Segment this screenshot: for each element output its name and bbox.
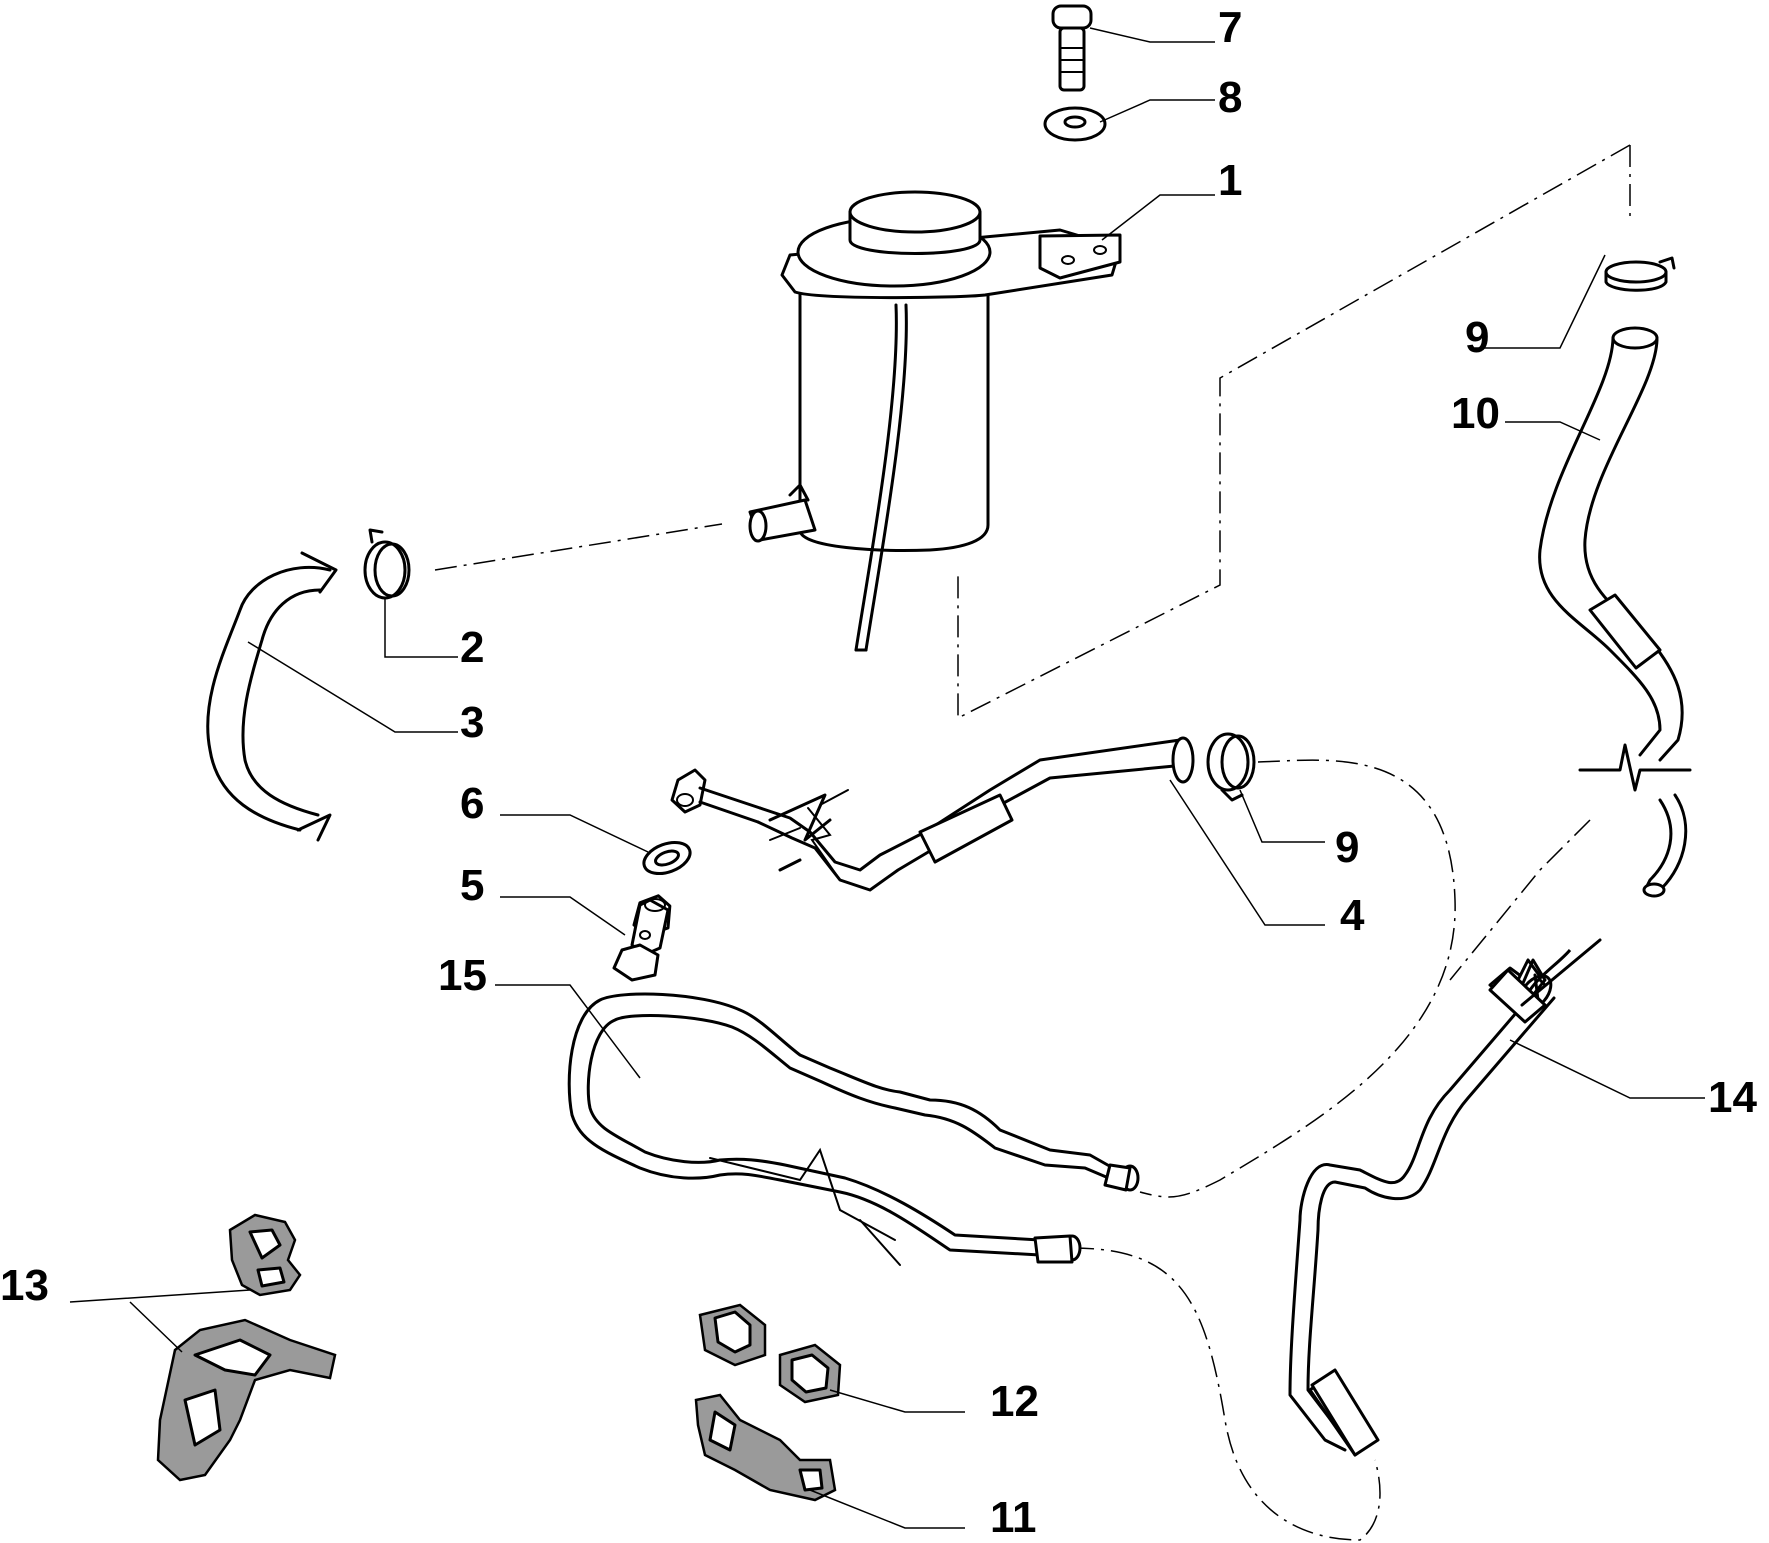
callout-15: 15 xyxy=(438,951,487,1000)
callout-10: 10 xyxy=(1451,389,1500,438)
callout-8: 8 xyxy=(1218,73,1242,122)
hose-clamp-part-9-lower xyxy=(1206,732,1256,802)
break-symbol-lower xyxy=(709,1147,901,1266)
callout-1: 1 xyxy=(1218,156,1242,205)
banjo-bolt-part-5 xyxy=(612,894,672,982)
hose-clamp-part-2 xyxy=(363,528,411,600)
break-symbols xyxy=(768,743,1692,872)
hose-clamp-part-9-upper xyxy=(1604,256,1676,292)
callout-12: 12 xyxy=(990,1377,1039,1426)
reservoir-part-1 xyxy=(748,190,1122,652)
callout-13: 13 xyxy=(0,1261,49,1310)
washer-part-8 xyxy=(1043,106,1107,142)
bracket-part-13 xyxy=(156,1213,337,1482)
pipe-part-14 xyxy=(1288,793,1688,1457)
callout-7: 7 xyxy=(1218,3,1242,52)
leader-lines xyxy=(69,27,1705,1529)
assembly-lines xyxy=(434,144,1631,1541)
bracket-part-11 xyxy=(694,1393,837,1502)
bolt-part-7 xyxy=(1051,4,1093,92)
callout-14: 14 xyxy=(1708,1073,1757,1122)
pipe-part-15 xyxy=(567,992,1140,1264)
callout-2: 2 xyxy=(460,623,484,672)
callout-6: 6 xyxy=(460,779,484,828)
hose-part-4 xyxy=(670,736,1195,892)
washer-part-6 xyxy=(642,840,692,876)
callout-5: 5 xyxy=(460,861,484,910)
callout-9-upper: 9 xyxy=(1465,313,1489,362)
callout-11: 11 xyxy=(990,1493,1037,1542)
hose-part-10 xyxy=(1538,326,1684,762)
callout-9-lower: 9 xyxy=(1335,823,1359,872)
bushing-part-12 xyxy=(698,1303,842,1404)
callout-3: 3 xyxy=(460,698,484,747)
hose-part-3 xyxy=(206,551,338,842)
callout-4: 4 xyxy=(1340,891,1365,940)
callout-labels: 1 2 3 4 5 6 7 8 9 9 10 11 12 13 14 15 xyxy=(0,3,1757,1542)
